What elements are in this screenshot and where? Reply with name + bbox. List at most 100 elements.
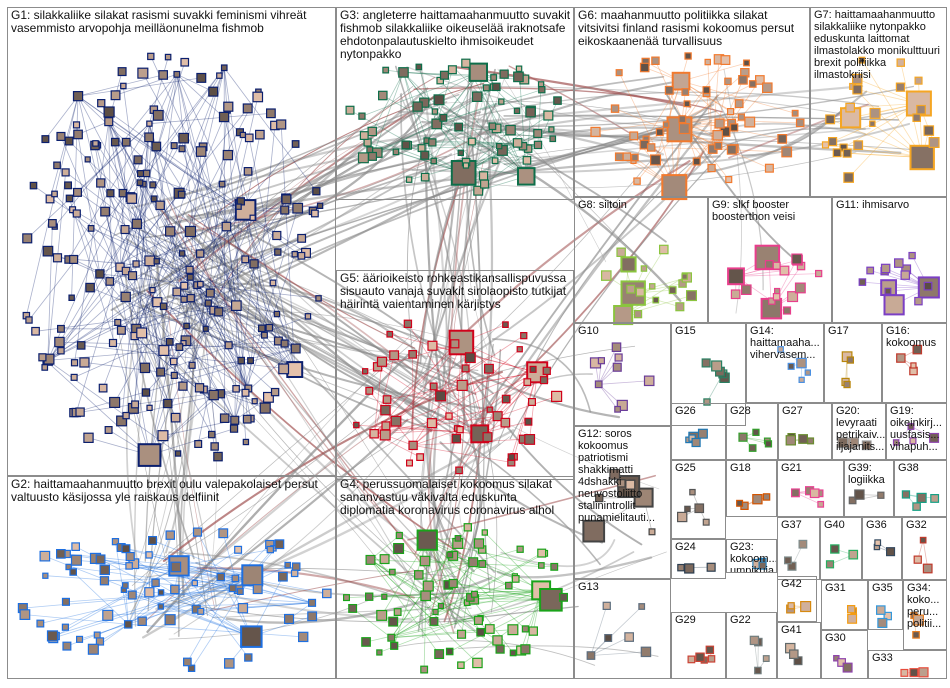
edge [622,276,685,316]
node [65,563,72,571]
group-label-g10: G10 [578,325,599,337]
node [85,282,95,293]
edge [222,533,236,579]
edge [439,80,527,177]
node [393,608,402,617]
node [848,549,859,560]
node [772,293,781,301]
edge [590,636,630,656]
node [912,630,920,639]
node [919,536,927,544]
node [146,404,153,411]
node [701,358,711,368]
node [241,388,250,397]
node [464,352,476,364]
edge [513,372,538,457]
node [64,181,72,190]
edge [133,299,206,579]
edge [189,277,249,389]
edge [135,123,150,265]
edge [427,422,455,634]
edge [142,574,253,622]
node [137,67,149,79]
node [711,360,723,372]
node [457,149,465,156]
group-cell-g41: G41 [777,622,821,679]
edge [189,269,278,315]
node [832,148,842,158]
node [65,194,74,203]
node [31,326,40,336]
node [633,177,641,185]
node [752,494,763,505]
node [164,614,176,626]
edge [149,260,296,349]
node [125,551,135,562]
edge [183,209,246,344]
node [173,70,181,78]
group-cell-g24: G24 [671,539,726,579]
node [752,428,760,436]
edge [199,418,409,590]
node [498,98,505,105]
node [93,631,101,639]
node [75,635,84,643]
edge [95,558,239,590]
node [46,630,59,642]
node [184,225,197,238]
node [748,444,757,452]
node [99,564,110,576]
edge [438,99,527,177]
edge [598,384,618,410]
edge [590,606,643,656]
node [61,168,70,177]
node [45,194,55,204]
node [178,132,189,144]
node [316,202,324,209]
node [930,494,940,503]
node [343,594,351,602]
node [714,141,723,150]
edge [391,578,516,639]
edge [369,590,542,598]
node [177,190,186,199]
node [79,357,90,368]
node [110,137,120,147]
edge [511,372,538,458]
node [213,451,223,462]
node [729,123,739,132]
node [127,590,137,600]
node [87,643,99,655]
node [875,605,886,615]
edge [496,556,653,579]
node [232,385,240,393]
node [582,519,606,543]
edge [168,565,431,640]
edge [197,209,246,445]
node [758,561,767,570]
group-label-g19: G19: oikeinkirj... uusfasis... vihapuh..… [890,405,942,453]
node [473,185,484,196]
node [727,267,745,286]
node [912,344,923,355]
edge [185,340,236,421]
node [814,269,823,278]
node [691,437,701,448]
node [684,52,692,60]
group-cell-g19: G19: oikeinkirj... uusfasis... vihapuh..… [886,403,947,460]
edge [436,101,502,125]
node [883,611,892,621]
edge [598,380,650,385]
node [103,106,115,118]
node [908,251,916,260]
group-cell-g8: G8: siitoin [574,197,708,323]
edge [202,146,249,389]
edge [165,266,194,554]
edge [123,589,252,637]
node [549,135,557,143]
node [455,466,463,475]
node [141,388,151,397]
node [907,423,915,431]
node [419,555,431,567]
node [146,120,153,127]
